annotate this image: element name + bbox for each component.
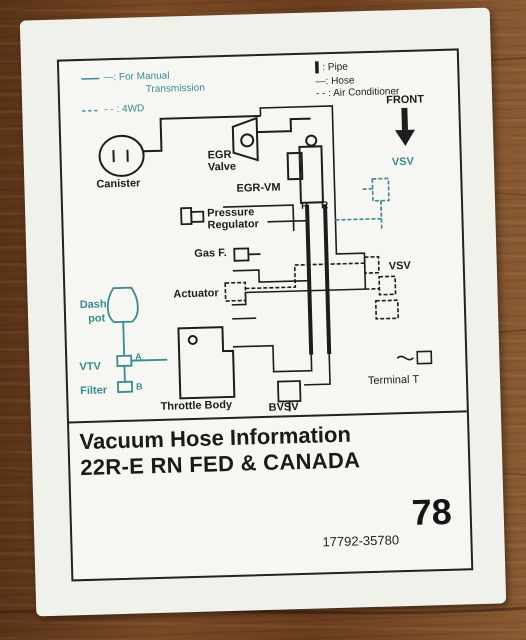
legend-pipe: ▌: Pipe bbox=[315, 61, 349, 74]
vtv-label: VTV bbox=[79, 360, 102, 374]
canister-label: Canister bbox=[96, 177, 141, 191]
vsv-top-label: VSV bbox=[391, 155, 415, 169]
pipe-p-label: P bbox=[300, 200, 308, 212]
gas-filter-label: Gas F. bbox=[194, 246, 227, 260]
hoses bbox=[223, 105, 367, 386]
throttle-body-icon bbox=[177, 326, 236, 400]
filter-label: Filter bbox=[79, 384, 108, 398]
port-b-label: B bbox=[135, 381, 143, 392]
legend-4wd: - - : 4WD bbox=[104, 103, 145, 116]
canister-icon bbox=[98, 114, 261, 177]
vsv-mid-icon bbox=[365, 275, 400, 320]
egr-valve-label: Valve bbox=[207, 160, 237, 174]
pressure-regulator-icon bbox=[180, 207, 205, 226]
legend-hose: —: Hose bbox=[315, 75, 355, 88]
egr-label: EGR bbox=[207, 148, 232, 162]
throttle-body-label: Throttle Body bbox=[160, 398, 233, 413]
actuator-icon bbox=[224, 255, 380, 302]
bvsv-icon bbox=[277, 380, 302, 412]
front-label: FRONT bbox=[385, 93, 425, 107]
regulator-label: Regulator bbox=[207, 218, 260, 232]
gas-filter-icon bbox=[233, 247, 261, 262]
label-code: 78 bbox=[411, 490, 453, 533]
vacuum-hose-label: —: For Manual Transmission - - : 4WD ▌: … bbox=[19, 7, 507, 617]
legend-manual-2: Transmission bbox=[145, 82, 205, 96]
terminal-t-icon bbox=[396, 350, 433, 365]
label-frame: —: For Manual Transmission - - : 4WD ▌: … bbox=[56, 48, 474, 582]
terminal-t-label: Terminal T bbox=[367, 373, 420, 388]
egr-valve-icon bbox=[231, 116, 311, 162]
port-a-label: A bbox=[135, 351, 142, 362]
dash-pot-icon bbox=[106, 286, 168, 393]
pot-label: pot bbox=[87, 312, 106, 325]
dash-label: Dash bbox=[79, 298, 107, 312]
egr-vm-label: EGR-VM bbox=[236, 181, 281, 195]
egr-vm-icon bbox=[286, 134, 324, 204]
pipe-r-label: R bbox=[320, 200, 329, 212]
vsv-mid-label: VSV bbox=[388, 259, 411, 273]
legend-samples bbox=[81, 77, 101, 112]
pipes bbox=[305, 204, 332, 355]
part-number: 17792-35780 bbox=[322, 532, 400, 550]
vsv-top-icon bbox=[335, 177, 390, 229]
vacuum-diagram bbox=[81, 77, 433, 412]
front-arrow bbox=[394, 107, 415, 146]
bvsv-label: BVSV bbox=[268, 401, 299, 414]
actuator-label: Actuator bbox=[173, 287, 219, 301]
legend-manual: —: For Manual bbox=[103, 70, 170, 84]
